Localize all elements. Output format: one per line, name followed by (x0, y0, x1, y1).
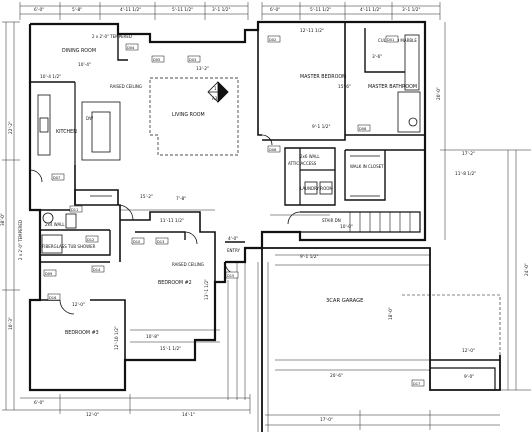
dimension-label: 5'-8" (72, 7, 82, 13)
note-tempered: 2 x 2'-0" TEMPERED (92, 34, 132, 39)
dimension-label: 5'-11 1/2" (172, 7, 193, 13)
room-walk-in-closet: WALK IN CLOSET (350, 164, 384, 169)
dimension-label: 11'-11 1/2" (160, 218, 184, 224)
dimension-label: 11'-8 1/2" (455, 171, 476, 177)
dimension-label: 10'-4 1/2" (40, 74, 61, 80)
dimension-label: 38'-0" (0, 213, 6, 226)
dimension-label: 14'-1" (182, 412, 195, 418)
note-tempered-side: 2 x 2'-0" TEMPERED (18, 220, 23, 260)
dimension-label: 10'-0" (340, 224, 353, 230)
section-number: 1 (214, 86, 217, 91)
note-stair-dn: STAIR DN (322, 218, 341, 223)
door-tag-label: D06 (269, 148, 277, 152)
dimension-label: 3'-1 1/2" (212, 7, 230, 13)
dimension-label: 5'-11 1/2" (310, 7, 331, 13)
dimension-label: 7'-8" (176, 196, 186, 202)
door-tag-label: D16 (49, 296, 57, 300)
door-tags (43, 35, 425, 387)
door-tag-label: D03 (189, 58, 196, 62)
room-laundry: LAUNDRY ROOM (300, 186, 333, 191)
dimension-label: 6'-0" (34, 400, 44, 406)
dimension-label: 12'-0" (86, 412, 99, 418)
dimension-label: 3'-6" (372, 54, 382, 60)
room-garage: 3CAR GARAGE (326, 298, 363, 304)
dimension-label: 24'-0" (524, 263, 530, 276)
note-raised-ceiling-1: RAISED CEILING (110, 84, 142, 89)
dimension-label: 9'-1 1/2" (312, 124, 330, 130)
door-tag-label: D11 (71, 208, 78, 212)
dimension-label: 20'-0" (436, 87, 442, 100)
door-tag-label: D01 (387, 38, 394, 42)
room-dining: DINING ROOM (62, 48, 96, 54)
note-dw: DW (86, 116, 93, 121)
dimension-label: 4'-11 1/2" (360, 7, 381, 13)
dimension-label: 6'-0" (270, 7, 280, 13)
room-kitchen: KITCHEN (56, 129, 77, 135)
door-tag-label: D14 (93, 268, 101, 272)
room-master-bedroom: MASTER BEDROOM (300, 74, 346, 80)
dimension-label: 10'-8" (146, 334, 159, 340)
dimension-label: 15'-1 1/2" (160, 346, 181, 352)
dimension-label: 12'-0" (462, 348, 475, 354)
room-entry: ENTRY (227, 248, 240, 253)
door-tag-label: D15 (227, 274, 234, 278)
room-fiberglass-tub: FIBERGLASS TUB SHOWER (42, 244, 96, 249)
section-sheet: A3.1 (212, 96, 222, 101)
room-bedroom-2: BEDROOM #2 (158, 280, 192, 286)
room-living: LIVING ROOM (172, 112, 205, 118)
dimension-label: 22'-2" (8, 121, 14, 134)
dimension-label: 17'-2" (462, 151, 475, 157)
door-tag-labels: D04 D05 D03 D02 D01 D08 D06 D07 D11 D12 … (45, 38, 420, 386)
note-2x6-wall: 2x6 WALL (300, 154, 320, 159)
door-tag-label: D05 (153, 58, 160, 62)
dimension-label: 9'-0" (464, 374, 474, 380)
dimension-label: 12'-0" (72, 302, 85, 308)
door-tag-label: D10 (133, 240, 141, 244)
dimension-label: 18'-0" (388, 307, 394, 320)
door-tag-label: D07 (53, 176, 60, 180)
door-tag-label: D08 (359, 127, 367, 131)
dimension-label: 15'-6" (338, 84, 351, 90)
note-2x4-wall-a: 2x4 WALL (45, 222, 65, 227)
fixtures (29, 34, 421, 315)
dimension-label: 9'-1 1/2" (300, 254, 318, 260)
dimension-label: 17'-0" (320, 417, 333, 423)
note-raised-ceiling-2: RAISED CEILING (172, 262, 204, 267)
room-attic-access: ATTIC ACCESS (288, 161, 317, 166)
dimension-label: 12'-11 1/2" (300, 28, 324, 34)
dimension-label: 13'-2" (196, 66, 209, 72)
dimension-label: 6'-0" (34, 7, 44, 13)
door-tag-label: D13 (157, 240, 164, 244)
dimension-label: 15'-2" (140, 194, 153, 200)
room-bedroom-3: BEDROOM #3 (65, 330, 99, 336)
dimension-label: 20'-6" (330, 373, 343, 379)
dimension-label: 4'-0" (228, 236, 238, 242)
door-tag-label: D04 (127, 46, 135, 50)
walls (28, 20, 501, 432)
dimension-label: 3'-1 1/2" (402, 7, 420, 13)
dimension-label: 4'-11 1/2" (120, 7, 141, 13)
dimension-label: 10'-3" (8, 317, 14, 330)
room-master-bath: MASTER BATHROOM (368, 84, 417, 90)
dimension-label: 10'-4" (78, 62, 91, 68)
dimension-label: 12'-10 1/2" (114, 326, 120, 350)
door-tag-label: D17 (413, 382, 420, 386)
door-tag-label: D12 (87, 238, 94, 242)
dimension-label: 13'-1 1/2" (204, 279, 210, 300)
dimension-text: 6'-0" 5'-8" 4'-11 1/2" 5'-11 1/2" 3'-1 1… (0, 7, 530, 423)
room-labels: DINING ROOM KITCHEN LIVING ROOM MASTER B… (42, 48, 417, 336)
door-tag-label: D09 (45, 272, 53, 276)
door-tag-label: D02 (269, 38, 276, 42)
